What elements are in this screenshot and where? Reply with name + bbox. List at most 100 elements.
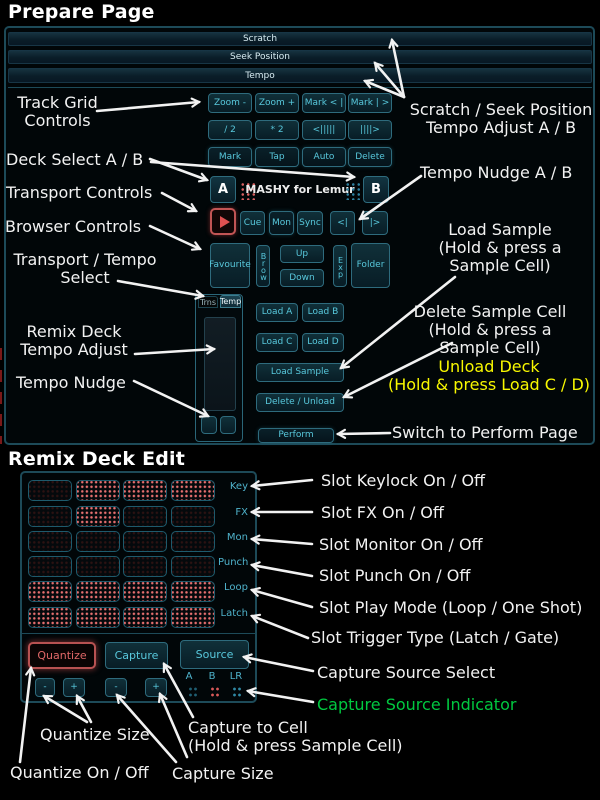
play-button[interactable] xyxy=(210,208,236,235)
auto-button[interactable]: Auto xyxy=(302,147,346,167)
load-c-button[interactable]: Load C xyxy=(256,333,298,352)
annotation-delete-cell: Delete Sample Cell (Hold & press a Sampl… xyxy=(413,302,567,357)
sample-cell[interactable] xyxy=(123,506,167,527)
sample-cell[interactable] xyxy=(171,480,215,501)
folder-button[interactable]: Folder xyxy=(351,243,390,288)
load-a-button[interactable]: Load A xyxy=(256,303,298,322)
expand-button[interactable]: Exp xyxy=(333,245,347,287)
tab-temp[interactable]: Temp xyxy=(219,295,242,308)
favourite-button[interactable]: Favourite xyxy=(209,243,251,288)
load-d-button[interactable]: Load D xyxy=(302,333,344,352)
tempo-fader[interactable] xyxy=(204,317,236,411)
annotation-keylock: Slot Keylock On / Off xyxy=(321,471,486,490)
quantize-size-minus-button[interactable]: - xyxy=(35,678,55,697)
sample-cell[interactable] xyxy=(76,480,120,501)
sample-cell[interactable] xyxy=(76,556,120,577)
tap-button[interactable]: Tap xyxy=(255,147,299,167)
browse-mode-button[interactable]: Brow xyxy=(256,245,270,287)
annotation-deck-select: Deck Select A / B xyxy=(6,150,144,169)
slot-fx-toggle[interactable]: FX xyxy=(235,507,248,518)
cue-button[interactable]: Cue xyxy=(240,211,265,235)
annotation-trigger-type: Slot Trigger Type (Latch / Gate) xyxy=(311,628,560,647)
deck-a-button[interactable]: A xyxy=(210,176,236,203)
capture-size-plus-button[interactable]: + xyxy=(145,678,167,697)
slot-punch-toggle[interactable]: Punch xyxy=(218,557,249,568)
perform-button[interactable]: Perform xyxy=(258,428,334,443)
strip-divider xyxy=(8,87,592,88)
sample-cell[interactable] xyxy=(171,581,215,602)
capture-size-minus-button[interactable]: - xyxy=(105,678,127,697)
brand-label: MASHY for Lemur xyxy=(245,183,355,196)
sync-button[interactable]: Sync xyxy=(297,211,323,235)
sample-cell[interactable] xyxy=(76,581,120,602)
sample-cell[interactable] xyxy=(123,531,167,552)
sample-cell[interactable] xyxy=(76,506,120,527)
double-button[interactable]: * 2 xyxy=(255,120,299,140)
scratch-strip[interactable]: Scratch xyxy=(8,32,592,46)
sample-cell[interactable] xyxy=(171,607,215,628)
load-b-button[interactable]: Load B xyxy=(302,303,344,322)
deck-a-activity-dots xyxy=(240,182,256,200)
half-button[interactable]: / 2 xyxy=(208,120,252,140)
sample-cell[interactable] xyxy=(28,556,72,577)
sample-cell[interactable] xyxy=(171,506,215,527)
remix-deck-edit-title: Remix Deck Edit xyxy=(8,448,186,470)
browse-down-button[interactable]: Down xyxy=(280,269,324,287)
annotation-tempo-nudge: Tempo Nudge xyxy=(16,373,126,392)
sample-cell[interactable] xyxy=(123,556,167,577)
sample-cell[interactable] xyxy=(28,506,72,527)
annotation-capture-source: Capture Source Select xyxy=(317,663,496,682)
quantize-size-plus-button[interactable]: + xyxy=(63,678,85,697)
delete-unload-button[interactable]: Delete / Unload xyxy=(256,393,344,412)
edge-marks xyxy=(0,348,2,444)
sample-cell[interactable] xyxy=(28,607,72,628)
annotation-monitor: Slot Monitor On / Off xyxy=(319,535,483,554)
slot-key-toggle[interactable]: Key xyxy=(229,481,248,492)
annotation-capture-indicator: Capture Source Indicator xyxy=(317,695,517,714)
source-button[interactable]: Source xyxy=(180,640,249,669)
load-sample-button[interactable]: Load Sample xyxy=(256,363,344,382)
deck-b-activity-dots xyxy=(345,182,361,200)
sample-cell[interactable] xyxy=(171,531,215,552)
seek-position-strip[interactable]: Seek Position xyxy=(8,50,592,64)
browse-up-button[interactable]: Up xyxy=(280,245,324,263)
sample-cell[interactable] xyxy=(76,531,120,552)
zoom-plus-button[interactable]: Zoom + xyxy=(255,93,299,113)
annotation-quantize-size: Quantize Size xyxy=(40,725,150,744)
delete-button[interactable]: Delete xyxy=(348,147,392,167)
mark-button[interactable]: Mark xyxy=(208,147,252,167)
zoom-minus-button[interactable]: Zoom - xyxy=(208,93,252,113)
sample-cell[interactable] xyxy=(123,480,167,501)
mon-button[interactable]: Mon xyxy=(269,211,294,235)
tab-trns[interactable]: Trns xyxy=(198,296,218,308)
nudge-fwd-button[interactable]: |> xyxy=(362,211,388,235)
indicator-b-label: B xyxy=(208,671,216,682)
quantize-button[interactable]: Quantize xyxy=(28,642,96,669)
sample-cell[interactable] xyxy=(123,581,167,602)
beatjump-back-button[interactable]: <||||| xyxy=(302,120,346,140)
slot-loop-toggle[interactable]: Loop xyxy=(224,582,248,593)
mark-next-button[interactable]: Mark | > xyxy=(348,93,392,113)
capture-button[interactable]: Capture xyxy=(105,642,168,669)
deck-b-button[interactable]: B xyxy=(363,176,389,203)
sample-cell[interactable] xyxy=(28,480,72,501)
sample-cell[interactable] xyxy=(171,556,215,577)
slot-mon-toggle[interactable]: Mon xyxy=(226,532,248,543)
sample-cell[interactable] xyxy=(28,531,72,552)
tempo-nudge-down-button[interactable] xyxy=(201,416,217,434)
nudge-back-button[interactable]: <| xyxy=(330,211,355,235)
slot-latch-toggle[interactable]: Latch xyxy=(220,608,248,619)
sample-cell[interactable] xyxy=(76,607,120,628)
annotation-remix-tempo: Remix Deck Tempo Adjust xyxy=(20,322,128,359)
tempo-strip[interactable]: Tempo xyxy=(8,68,592,83)
annotation-load-sample: Load Sample (Hold & press a Sample Cell) xyxy=(438,220,562,275)
beatjump-fwd-button[interactable]: ||||> xyxy=(348,120,392,140)
sample-cell[interactable] xyxy=(28,581,72,602)
annotation-browser: Browser Controls xyxy=(5,217,142,236)
remix-divider xyxy=(20,633,257,634)
sample-cell[interactable] xyxy=(123,607,167,628)
mark-prev-button[interactable]: Mark < | xyxy=(302,93,346,113)
tempo-nudge-up-button[interactable] xyxy=(220,416,236,434)
indicator-lr-dots xyxy=(232,686,242,698)
